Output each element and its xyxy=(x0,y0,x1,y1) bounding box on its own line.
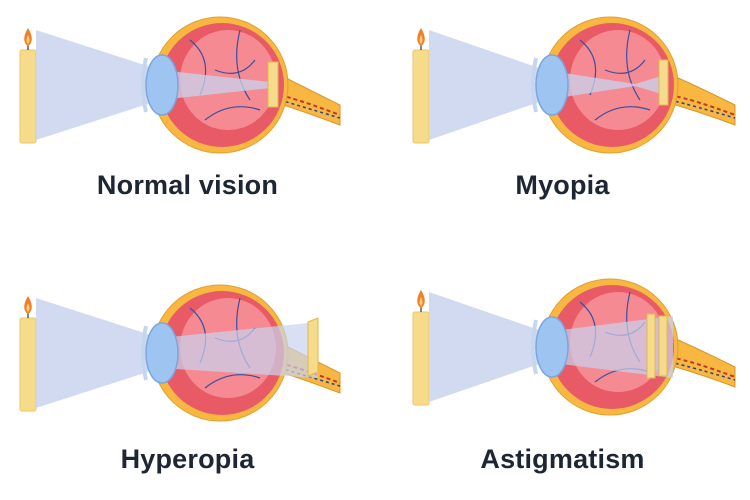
eyeball xyxy=(141,284,319,422)
image-focal-line-2 xyxy=(658,315,668,377)
caption-astigmatism: Astigmatism xyxy=(480,444,645,474)
refracted-light xyxy=(160,322,318,378)
refracted-light xyxy=(545,316,673,378)
panel-hyperopia: Hyperopia xyxy=(0,250,375,500)
light-cone xyxy=(429,30,545,140)
candle xyxy=(412,290,430,406)
eyeball xyxy=(531,278,679,416)
eye-diagram-hyperopia xyxy=(19,284,341,422)
refracted-light xyxy=(545,70,665,100)
blurred-image xyxy=(658,59,669,106)
candle xyxy=(412,28,430,144)
lens xyxy=(145,322,179,384)
image-focal-line-1 xyxy=(646,313,656,379)
retina-vessels xyxy=(579,29,651,121)
caption-hyperopia: Hyperopia xyxy=(120,444,255,474)
focused-image xyxy=(267,61,279,108)
panel-normal-vision: Normal vision xyxy=(0,0,375,250)
light-cone xyxy=(36,30,160,140)
caption-normal-vision: Normal vision xyxy=(96,170,279,200)
panel-astigmatism: Astigmatism xyxy=(375,250,750,500)
eye-diagram-normal xyxy=(19,16,341,154)
eyeball xyxy=(531,16,679,154)
light-cone xyxy=(429,292,545,402)
retina-vessels xyxy=(189,29,261,121)
image-behind-retina xyxy=(307,317,319,377)
refracted-light xyxy=(160,70,270,100)
eye-diagram-astigmatism xyxy=(412,278,736,416)
panel-myopia: Myopia xyxy=(375,0,750,250)
candle xyxy=(19,296,37,412)
candle xyxy=(19,28,37,144)
lens xyxy=(145,54,179,116)
light-cone xyxy=(36,298,160,408)
lens xyxy=(535,316,569,378)
eye-diagram-myopia xyxy=(412,16,736,154)
cornea xyxy=(531,319,538,375)
cornea xyxy=(141,57,148,113)
caption-myopia: Myopia xyxy=(515,170,610,200)
cornea xyxy=(141,325,148,381)
eyeball xyxy=(141,16,289,154)
cornea xyxy=(531,57,538,113)
lens xyxy=(535,54,569,116)
